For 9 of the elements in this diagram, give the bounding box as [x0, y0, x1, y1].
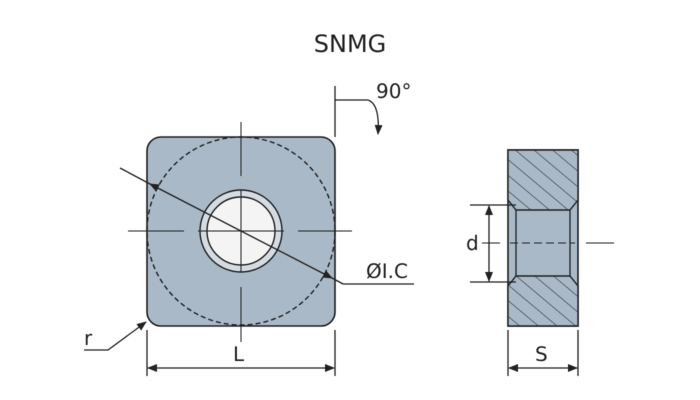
- insert-front-view-drawing: [146, 136, 336, 327]
- leader-line: [84, 321, 147, 351]
- angle-label: 90°: [376, 80, 412, 102]
- dimension-label: d: [466, 232, 479, 254]
- title: SNMG: [312, 30, 388, 58]
- dimension-label: L: [233, 343, 244, 365]
- dimension-label: S: [535, 343, 548, 365]
- radius-label: r: [84, 327, 92, 349]
- dimension-label: ØI.C: [366, 260, 408, 282]
